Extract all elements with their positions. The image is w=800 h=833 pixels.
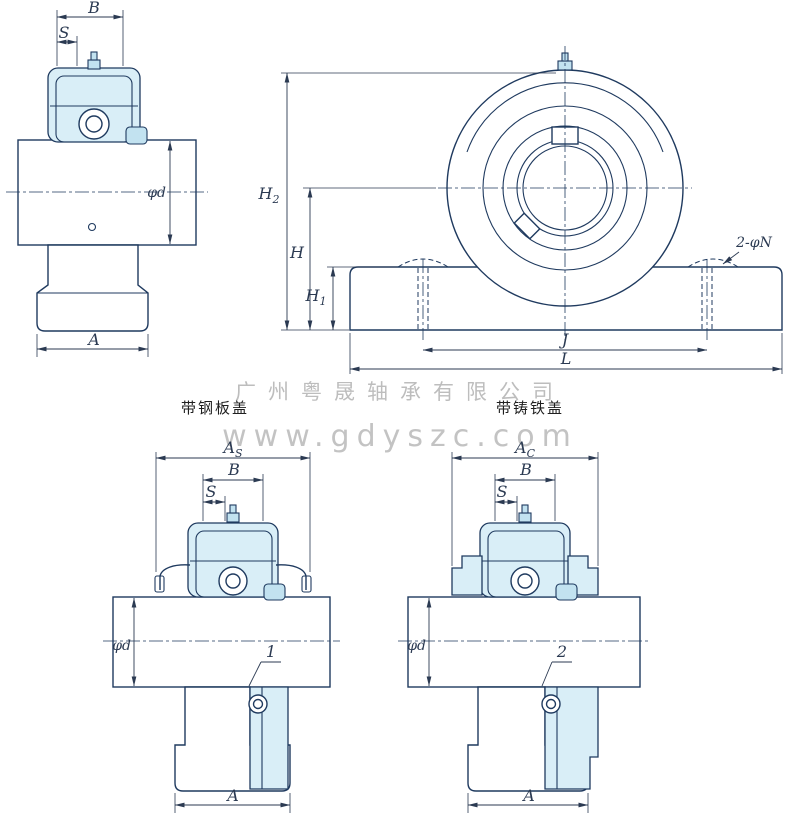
dim-label-S: S bbox=[497, 482, 508, 501]
caption-steel-plate-cover: 带钢板盖 bbox=[181, 399, 249, 417]
cast-cover-drawing bbox=[398, 504, 650, 792]
side-view-dimensions: B S φd A bbox=[36, 0, 173, 357]
shaft-section bbox=[17, 139, 197, 246]
grease-nipple-base bbox=[87, 59, 101, 70]
steel-cover-dimensions: AS B S φd 1 A bbox=[112, 438, 311, 813]
hidden-bolt-holes bbox=[397, 258, 739, 329]
cap-inner-line bbox=[55, 75, 133, 143]
steel-cover-hook-right bbox=[301, 575, 312, 593]
front-view: H2 H H1 J L 2-φN bbox=[258, 46, 783, 374]
dim-label-S: S bbox=[59, 23, 70, 42]
dim-label-As: AS bbox=[221, 438, 243, 460]
watermark-url: www.gdyszc.com bbox=[222, 419, 578, 454]
dim-label-phi-d: φd bbox=[112, 638, 131, 654]
dim-label-phi-d: φd bbox=[407, 638, 426, 654]
front-view-dimensions: H2 H H1 J L 2-φN bbox=[258, 72, 783, 374]
grease-nipple-tip bbox=[229, 504, 237, 514]
caption-cast-iron-cover: 带铸铁盖 bbox=[496, 399, 564, 417]
dim-label-H2: H2 bbox=[258, 184, 280, 206]
cast-cover-view: AC B S φd 2 A bbox=[398, 438, 650, 813]
dim-label-Ac: AC bbox=[513, 438, 536, 460]
dim-label-B: B bbox=[519, 460, 532, 479]
watermark-company: 广州粤晟轴承有限公司 bbox=[235, 380, 565, 404]
side-plug bbox=[125, 126, 148, 145]
front-view-drawing bbox=[349, 46, 783, 342]
dim-label-H1: H1 bbox=[305, 286, 327, 308]
grease-nipple-tip bbox=[90, 51, 98, 61]
steel-cover-hook-left bbox=[154, 575, 165, 593]
dim-label-B: B bbox=[87, 0, 100, 17]
callout-label-2: 2 bbox=[556, 642, 567, 661]
cast-cover-dimensions: AC B S φd 2 A bbox=[407, 438, 599, 813]
set-screw-side bbox=[513, 212, 541, 240]
dim-label-A: A bbox=[86, 330, 100, 349]
dim-label-A: A bbox=[521, 786, 535, 805]
dim-label-J: J bbox=[559, 330, 570, 349]
steel-cover-view: AS B S φd 1 A bbox=[103, 438, 340, 813]
housing-base bbox=[36, 244, 149, 332]
dim-label-A: A bbox=[225, 786, 239, 805]
side-view: B S φd A bbox=[6, 0, 208, 357]
side-plug bbox=[555, 583, 578, 601]
shaft-section bbox=[407, 596, 641, 688]
cap-inner-line bbox=[195, 530, 273, 598]
grease-nipple-base bbox=[518, 512, 532, 523]
bearing-inner-ring bbox=[85, 115, 103, 133]
dim-label-H: H bbox=[289, 243, 305, 262]
side-plug bbox=[263, 583, 286, 601]
bearing-inner-ring bbox=[225, 573, 241, 589]
dim-label-phi-d: φd bbox=[147, 185, 166, 201]
dim-label-L: L bbox=[560, 349, 572, 368]
grease-nipple-tip bbox=[521, 504, 529, 514]
callout-label-1: 1 bbox=[266, 642, 276, 661]
bearing-inner-ring bbox=[517, 573, 533, 589]
side-view-drawing bbox=[6, 51, 208, 332]
shaft-section bbox=[112, 596, 331, 688]
dim-label-S: S bbox=[206, 482, 217, 501]
steel-cover-drawing bbox=[103, 504, 340, 792]
grease-nipple-base bbox=[226, 512, 240, 523]
dim-label-B: B bbox=[227, 460, 240, 479]
detail-hole bbox=[87, 222, 97, 232]
cast-cover-flange-left bbox=[451, 555, 483, 596]
cap-inner-line bbox=[487, 530, 565, 598]
cast-cover-lower bbox=[544, 686, 599, 790]
dim-label-2phiN: 2-φN bbox=[735, 235, 772, 251]
